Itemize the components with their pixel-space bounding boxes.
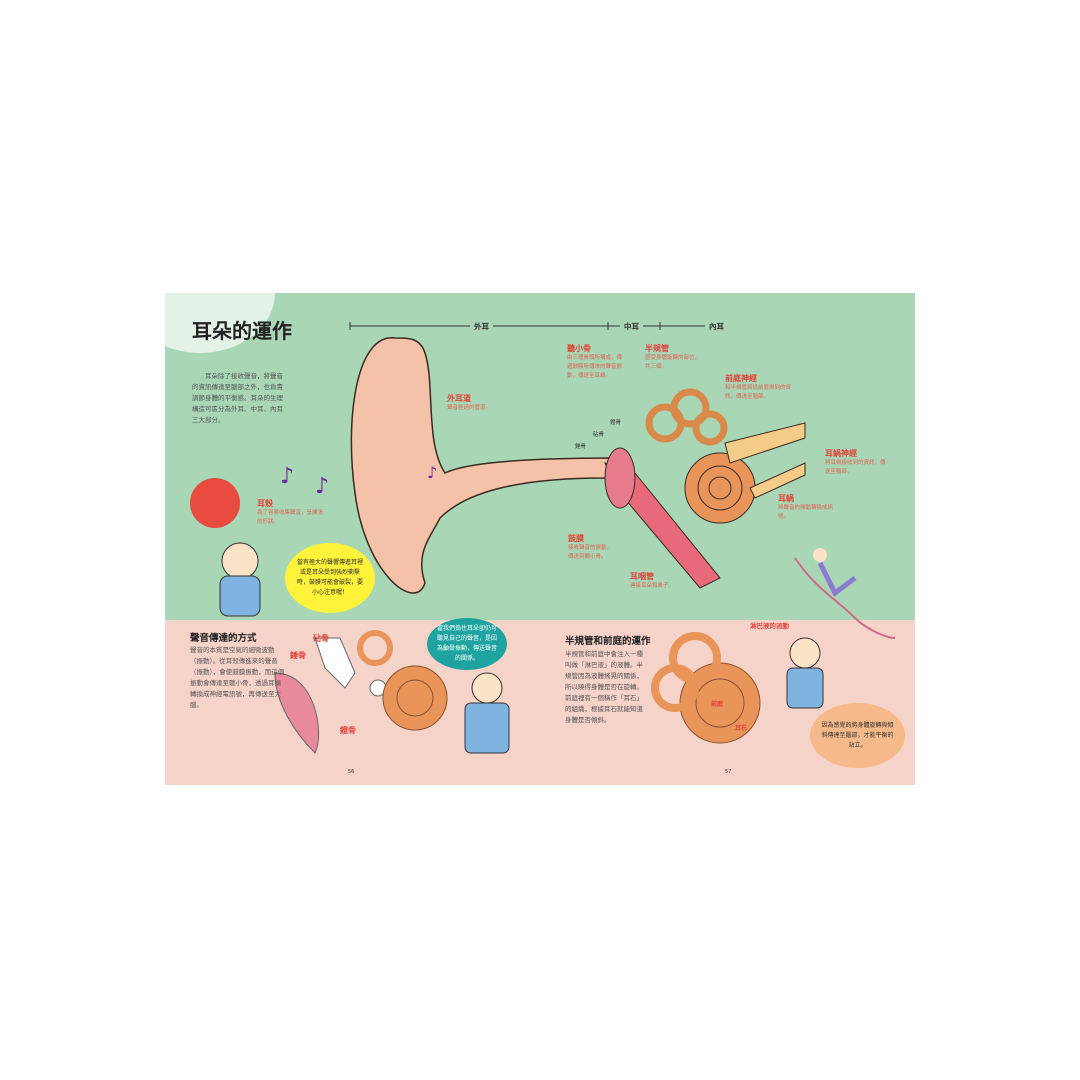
label-eustachian-tube: 耳咽管連接耳朵和鼻子。 (630, 572, 675, 589)
section-outer-ear: 外耳 (470, 321, 493, 332)
vestibular-nerve (724, 422, 806, 464)
label-semicircular-canals: 半規管感受身體旋轉的部位，共三個。 (645, 344, 701, 370)
cochlear-nerve (749, 462, 806, 499)
label-lymph-flow: 淋巴液的流動 (750, 622, 789, 630)
semicircular-canals (645, 388, 728, 446)
balloon (190, 478, 240, 528)
eardrum (604, 447, 636, 509)
intro-text: 耳朵除了接收聲音，將聲音的資訊傳達至腦部之外，也負責調節身體的平衡感。耳朵的生理… (192, 372, 283, 424)
label-stapes-small: 鐙骨 (340, 726, 356, 735)
cochlea (684, 452, 756, 524)
inner-ear-balance (651, 632, 761, 744)
label-cochlear-nerve: 耳蝸神經將耳蝸接收到的資訊，傳送至腦部。 (825, 449, 886, 475)
boy-figure (219, 542, 261, 617)
label-malleus-small: 錘骨 (290, 651, 306, 660)
sound-body: 聲音的本質是空氣的細微波動（振動）。從耳殼傳進來的聲音（振動），會使鼓膜振動，而… (190, 646, 285, 709)
page-number-right: 57 (725, 769, 732, 775)
balance-bubble: 因為感覺的將身體旋轉與傾斜傳達至腦部，才能平衡的站立。 (810, 703, 905, 768)
illustration: ♪ ♪ ♪ (190, 322, 896, 754)
page-title: 耳朵的運作 (192, 319, 292, 343)
child-covering-ears (464, 672, 510, 754)
warning-bubble: 當有極大的聲響傳進耳裡或是耳朵受到強烈衝擊時，鼓膜可能會破裂，要小心注意喔！ (285, 543, 375, 613)
ossicle-diagram (274, 637, 387, 754)
music-note-icon: ♪ (427, 463, 437, 482)
label-otolith: 耳石 (735, 725, 748, 732)
label-malleus: 錘骨 (575, 444, 587, 450)
label-eardrum: 鼓膜接收聲音的振動，傳送到聽小骨。 (568, 534, 613, 560)
bone-conduction-bubble: 當我們摀住耳朵卻仍可聽見自己的聲音，是因為顱骨振動，傳送聲音的關係。 (427, 618, 507, 670)
inner-ear-small (357, 630, 448, 731)
label-incus: 砧骨 (593, 432, 605, 438)
section-inner-ear: 內耳 (705, 321, 728, 332)
label-vestibule: 前庭 (711, 701, 724, 708)
balance-heading: 半規管和前庭的運作 (565, 636, 651, 647)
music-note-icon: ♪ (315, 474, 329, 499)
outer-ear (350, 337, 617, 594)
label-vestibular-nerve: 前庭神經和半規管將從前庭得到的資訊，傳送至腦部。 (725, 374, 792, 400)
page-number-left: 56 (348, 769, 355, 775)
label-ossicles: 聽小骨由三塊骨頭所構成，傳遞鼓膜所傳來的聲音振動，傳送至耳蝸。 (567, 344, 623, 379)
label-ear-canal: 外耳道聲音經過的管道。 (447, 394, 492, 411)
label-stapes: 鐙骨 (610, 420, 622, 426)
music-note-icon: ♪ (280, 464, 294, 489)
label-auricle: 耳殼為了容易收集聲音，呈擴張的形狀。 (257, 499, 324, 525)
label-cochlea: 耳蝸將聲音的振動轉換成訊號。 (778, 494, 834, 520)
girl-figure (786, 637, 824, 709)
label-incus-small: 砧骨 (313, 634, 329, 643)
section-middle-ear: 中耳 (620, 321, 643, 332)
dancer-figure (794, 548, 896, 639)
book-spread: ♪ ♪ ♪ 耳朵的運作 耳朵除了接收聲音，將聲音的資訊傳達至腦部之外，也負責調節… (165, 293, 915, 785)
sound-heading: 聲音傳達的方式 (190, 633, 257, 644)
balance-body: 半規管和前庭中會注入一種叫做「淋巴液」的液體。半規管因為液體搖晃的關係，所以曉得… (565, 650, 643, 724)
